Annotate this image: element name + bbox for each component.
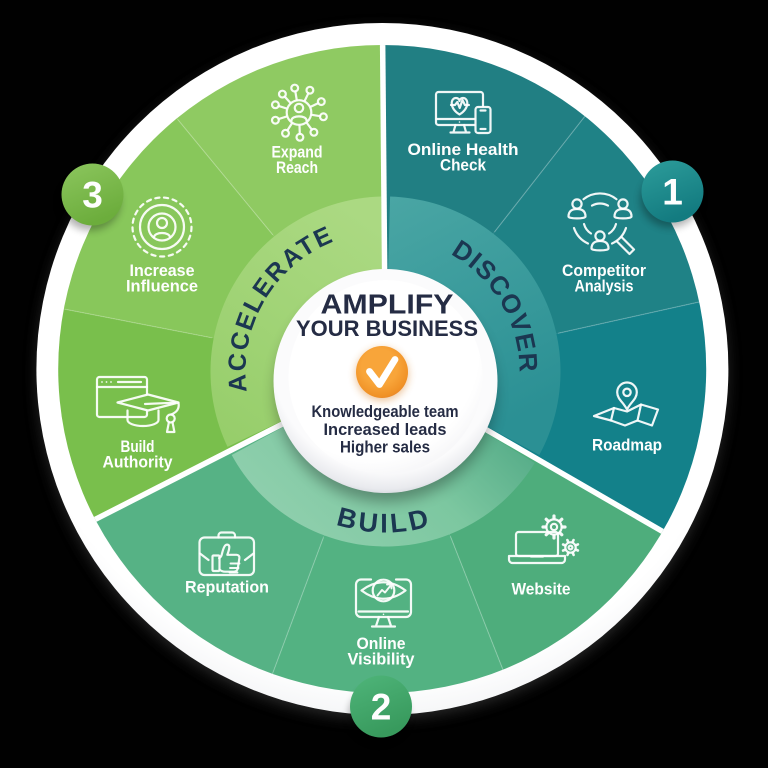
svg-text:AMPLIFY: AMPLIFY xyxy=(321,289,454,320)
svg-text:Authority: Authority xyxy=(103,453,174,472)
svg-text:2: 2 xyxy=(371,687,392,728)
svg-text:1: 1 xyxy=(662,172,683,213)
svg-text:Online Health: Online Health xyxy=(408,140,519,159)
svg-text:YOUR BUSINESS: YOUR BUSINESS xyxy=(296,316,478,341)
svg-text:3: 3 xyxy=(82,175,103,216)
svg-text:Increased leads: Increased leads xyxy=(324,420,447,439)
svg-text:Online: Online xyxy=(357,634,406,653)
svg-text:Visibility: Visibility xyxy=(348,650,416,669)
svg-text:Analysis: Analysis xyxy=(575,277,634,296)
svg-text:Increase: Increase xyxy=(130,261,195,280)
svg-text:Knowledgeable team: Knowledgeable team xyxy=(312,402,459,421)
svg-text:Roadmap: Roadmap xyxy=(592,436,662,455)
svg-text:Influence: Influence xyxy=(126,277,198,296)
svg-text:Check: Check xyxy=(440,156,487,175)
svg-text:Higher sales: Higher sales xyxy=(340,438,430,457)
svg-text:Reach: Reach xyxy=(276,158,318,177)
svg-text:Build: Build xyxy=(121,437,155,456)
svg-text:Expand: Expand xyxy=(272,143,323,162)
svg-text:Reputation: Reputation xyxy=(185,578,269,597)
svg-text:Competitor: Competitor xyxy=(562,261,646,280)
svg-text:Website: Website xyxy=(512,580,571,599)
